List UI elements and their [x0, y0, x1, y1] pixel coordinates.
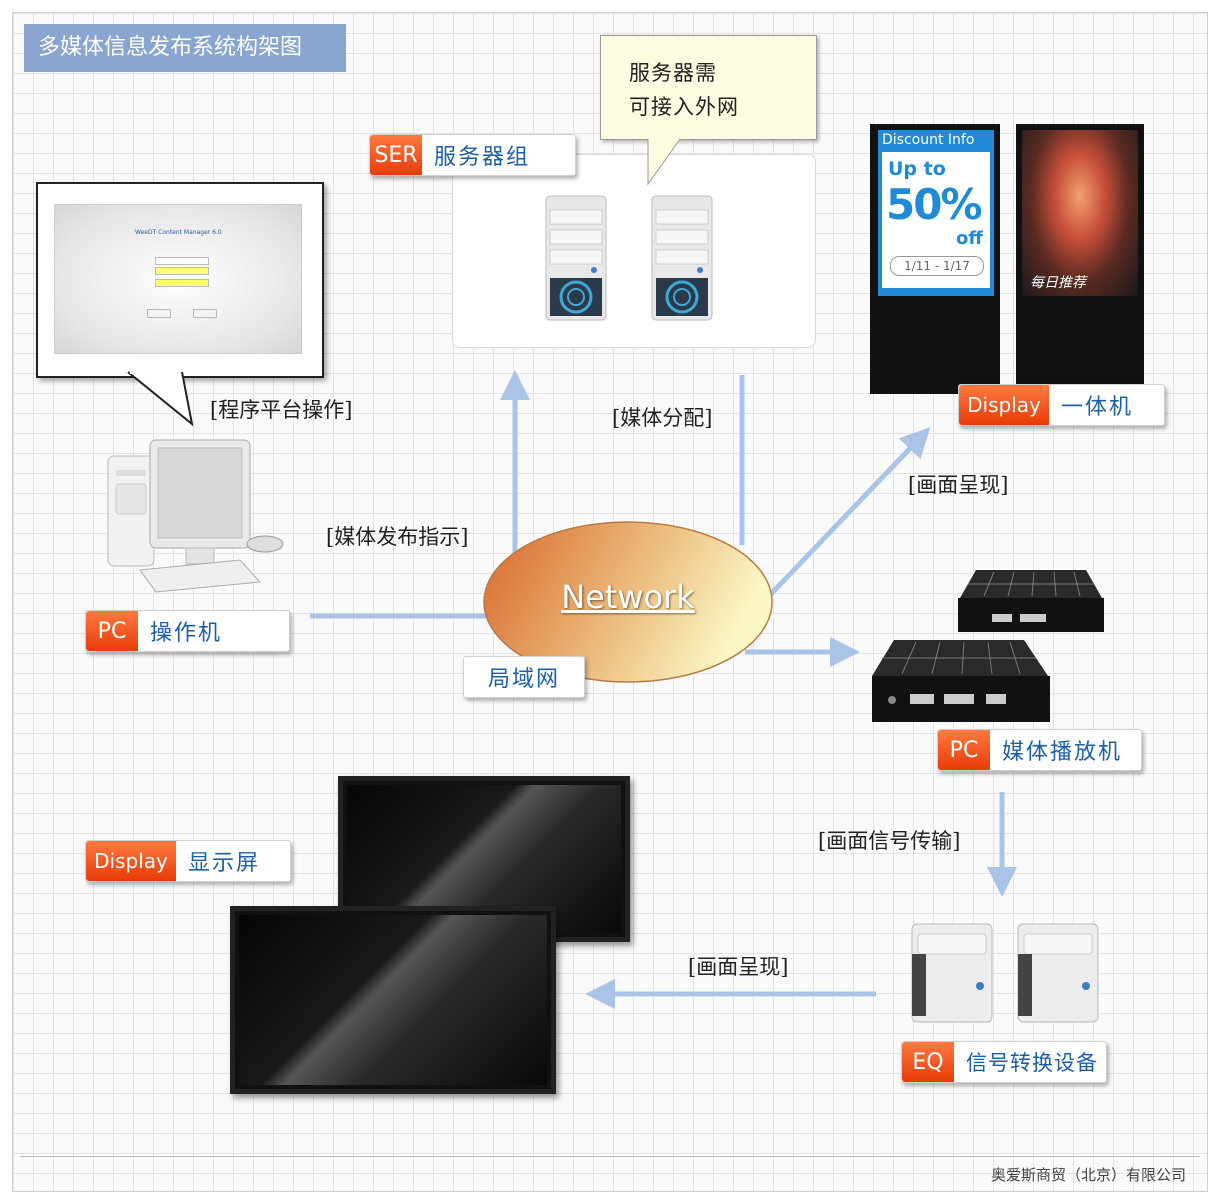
footer-company: 奥爱斯商贸（北京）有限公司	[990, 1166, 1186, 1184]
caption-platform-op: [程序平台操作]	[210, 398, 353, 422]
arrow-network-kiosk	[768, 427, 931, 597]
login-screen: WeeDT Content Manager 6.0	[54, 204, 302, 354]
footer-divider	[20, 1156, 1200, 1157]
server-note: 服务器需 可接入外网	[600, 35, 817, 140]
server-panel	[452, 154, 816, 348]
server-group-tag: SER 服务器组	[369, 134, 576, 176]
login-button-2	[193, 309, 217, 318]
caption-render-display: [画面呈现]	[688, 955, 789, 979]
note-pointer	[647, 138, 681, 186]
kiosk-food-screen: 每日推荐	[1022, 130, 1138, 296]
lan-tag: 局域网	[463, 656, 585, 698]
network-label: Network	[561, 578, 695, 616]
server-group-label: 服务器组	[434, 145, 531, 170]
kiosk-ad-header: Discount Info	[882, 132, 975, 148]
caption-publish-command: [媒体发布指示]	[326, 525, 469, 549]
converter-label: 信号转换设备	[966, 1051, 1098, 1075]
display-screen-front	[230, 906, 556, 1094]
kiosk-daily-label: 每日推荐	[1030, 275, 1086, 291]
login-bubble-pointer	[127, 370, 194, 427]
operator-pc-label: 操作机	[150, 621, 223, 646]
kiosk-code: Display	[959, 385, 1049, 425]
kiosk-ad-percent: 50%	[886, 180, 983, 229]
server-icon	[545, 195, 713, 321]
kiosk-ad-dates: 1/11 - 1/17	[890, 256, 984, 276]
display-screen-tag: Display 显示屏	[85, 840, 291, 882]
caption-media-distribution: [媒体分配]	[612, 406, 713, 430]
caption-signal-transfer: [画面信号传输]	[818, 829, 961, 853]
kiosk-ad-off: off	[956, 228, 983, 249]
converter-tag: EQ 信号转换设备	[901, 1041, 1107, 1083]
diagram-title: 多媒体信息发布系统构架图	[24, 24, 346, 72]
kiosk-label: 一体机	[1061, 395, 1134, 420]
converter-icon	[911, 923, 1099, 1023]
media-player-icon	[872, 570, 1104, 722]
workstation-icon	[107, 439, 284, 593]
login-field-1	[155, 257, 209, 265]
operator-pc-tag: PC 操作机	[85, 610, 290, 652]
media-player-tag: PC 媒体播放机	[937, 729, 1142, 771]
login-field-3	[155, 279, 209, 287]
server-note-line1: 服务器需	[629, 61, 717, 85]
media-player-label: 媒体播放机	[1002, 740, 1123, 765]
kiosk-tag: Display 一体机	[958, 384, 1165, 426]
operator-pc-code: PC	[86, 611, 138, 651]
kiosk-ad-body: Up to 50% off 1/11 - 1/17	[882, 152, 990, 288]
converter-code: EQ	[902, 1042, 954, 1082]
login-product: WeeDT Content Manager 6.0	[135, 229, 222, 236]
server-group-code: SER	[370, 135, 422, 175]
network-cloud	[483, 521, 773, 683]
login-field-2	[155, 267, 209, 275]
caption-render-kiosk: [画面呈现]	[908, 473, 1009, 497]
login-button-1	[147, 309, 171, 318]
media-player-code: PC	[938, 730, 990, 770]
display-screen-code: Display	[86, 841, 176, 881]
display-screen-label: 显示屏	[188, 851, 261, 876]
kiosk-ad-screen: Discount Info Up to 50% off 1/11 - 1/17	[878, 130, 994, 296]
server-note-line2: 可接入外网	[629, 95, 739, 119]
kiosk-ad-upto: Up to	[888, 158, 946, 180]
